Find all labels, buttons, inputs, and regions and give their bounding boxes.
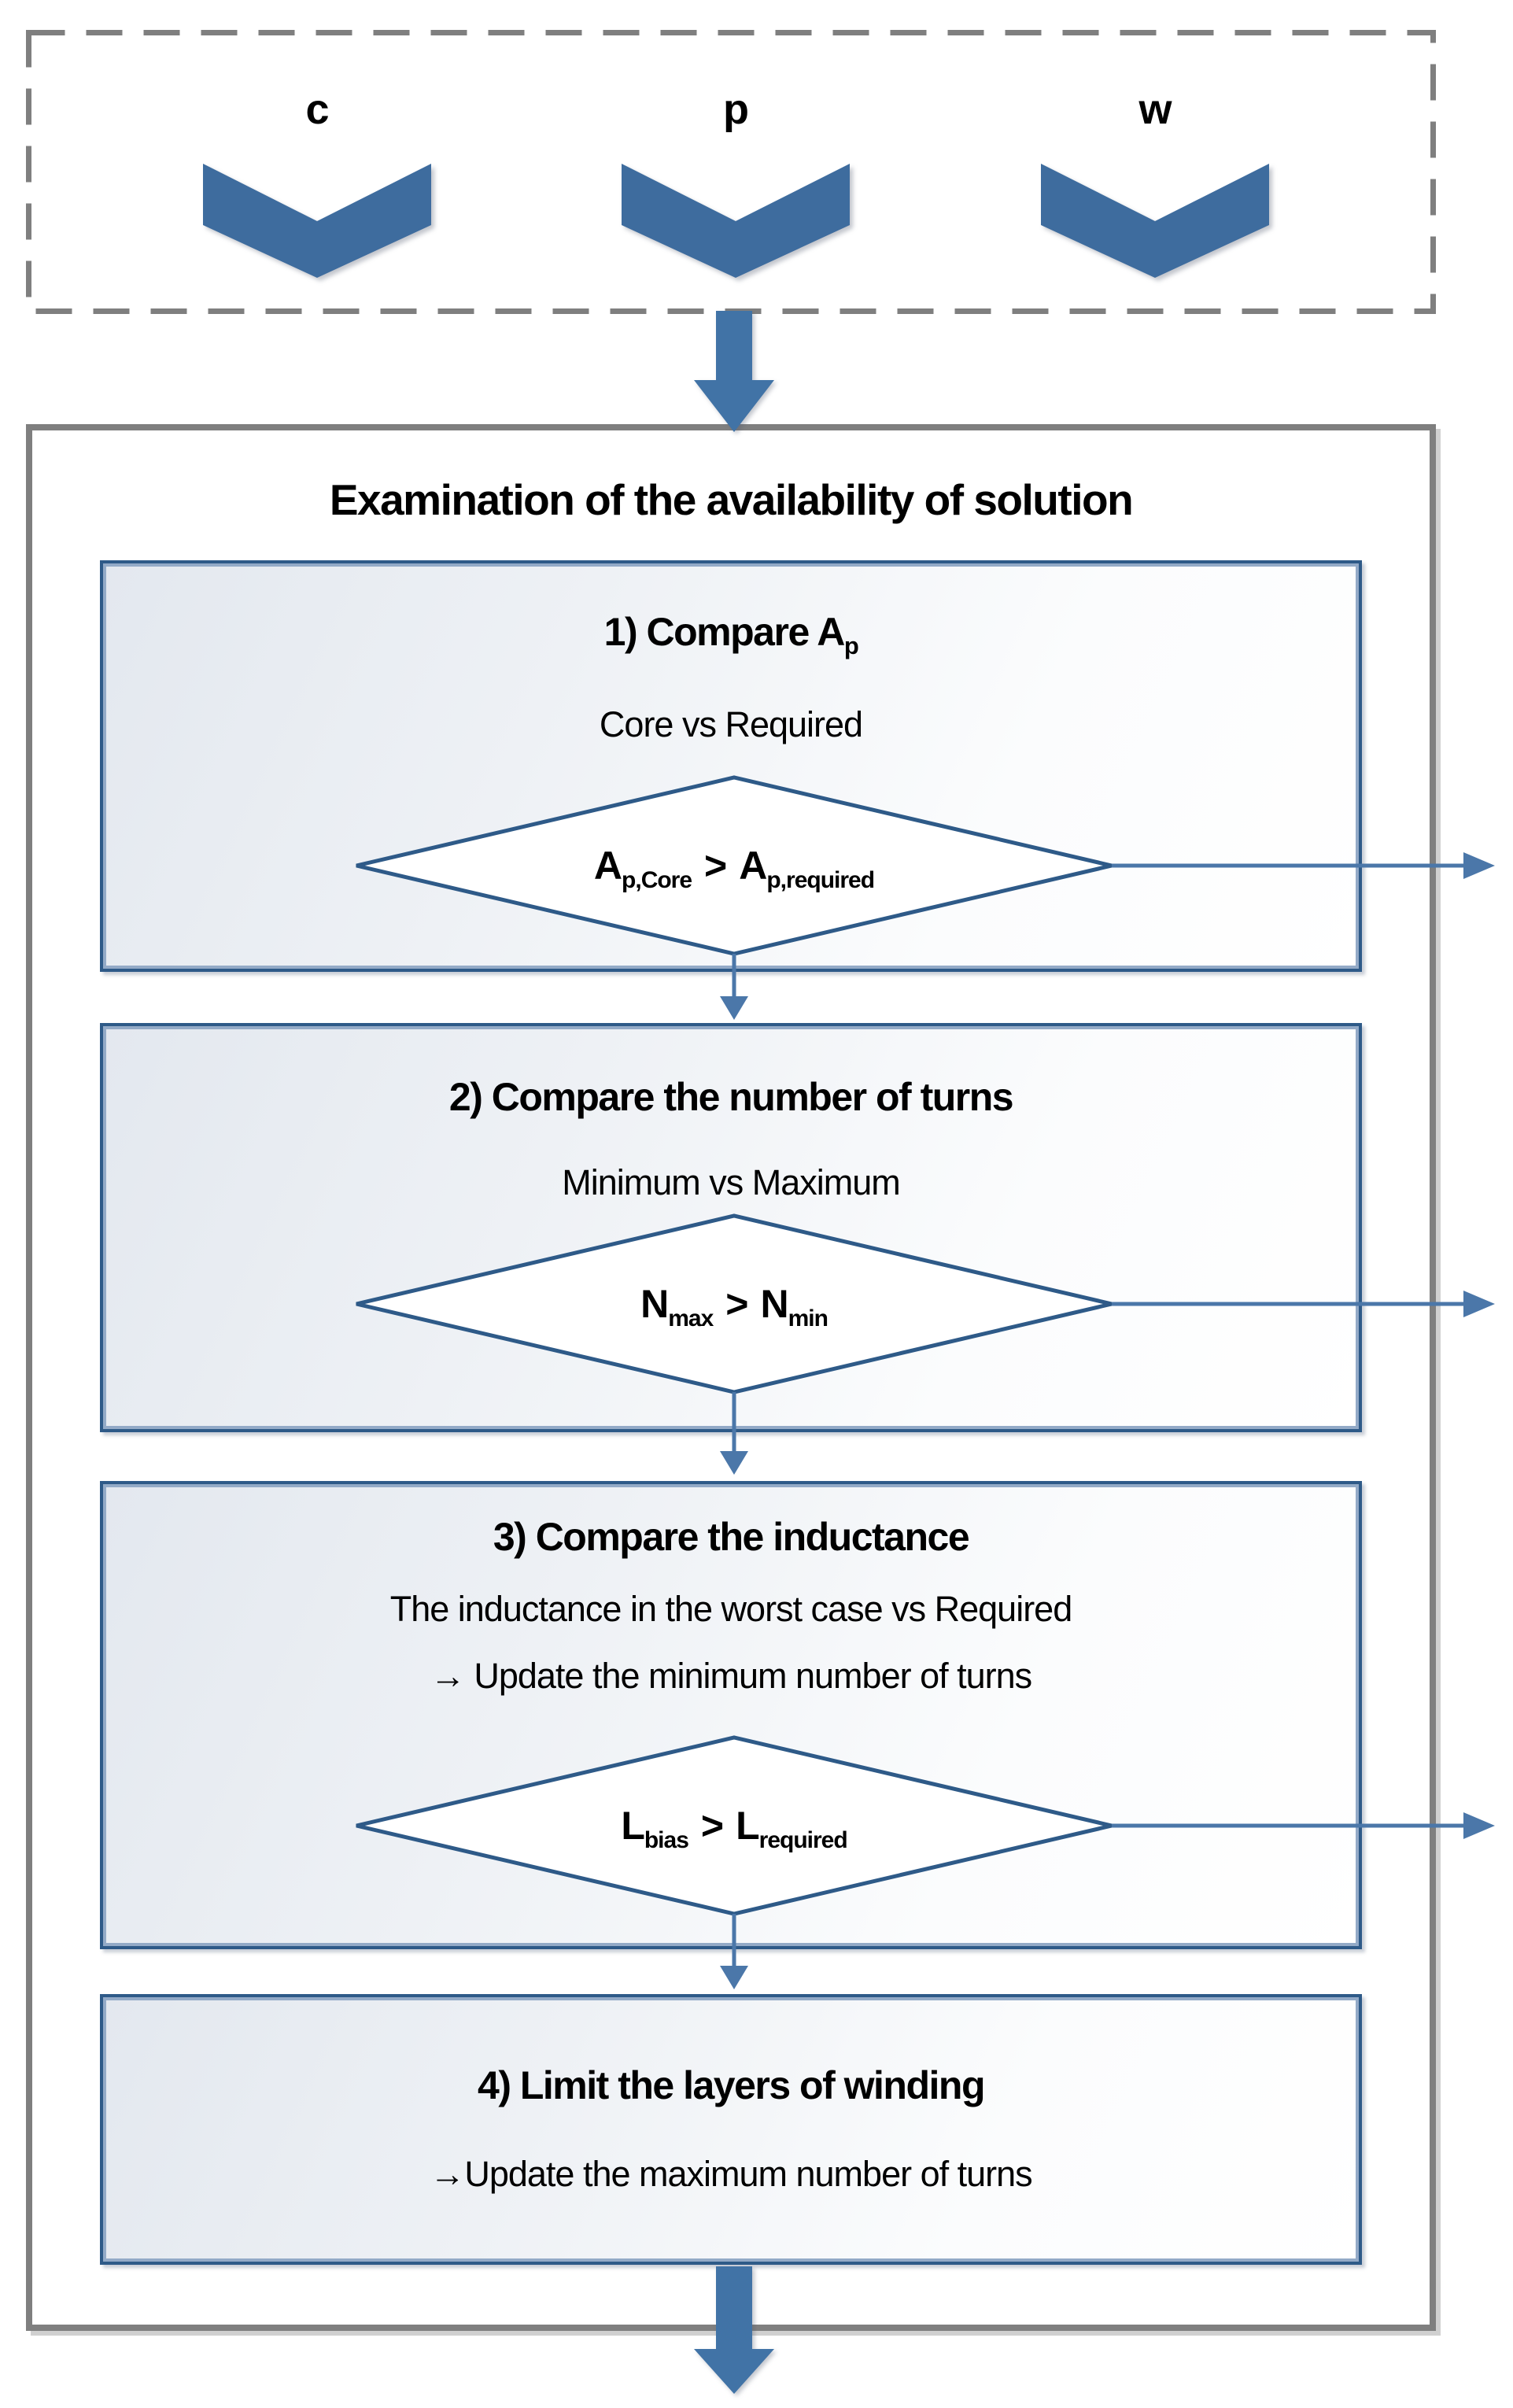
step-2-heading: 2) Compare the number of turns [448, 1075, 1014, 1119]
input-param-label-w: w [1138, 86, 1172, 133]
decision-2-base1: N [640, 1282, 669, 1326]
input-param-group-c: c [199, 88, 435, 278]
step-box-4-limit-layers [100, 1994, 1362, 2265]
decision-2-base2: N [760, 1282, 788, 1326]
step-2-subtitle: Minimum vs Maximum [562, 1162, 901, 1202]
decision-1-operator: > [704, 844, 727, 888]
decision-3-operator: > [700, 1804, 724, 1848]
decision-2-operator: > [725, 1282, 748, 1326]
decision-3-condition: Lbias > Lrequired [356, 1789, 1112, 1862]
step-4-note: →Update the maximum number of turns [430, 2154, 1032, 2194]
decision-2-condition: Nmax > Nmin [356, 1268, 1112, 1340]
step-3-heading: 3) Compare the inductance [493, 1515, 970, 1559]
entry-fat-arrow-down-icon [694, 311, 774, 432]
decision-1-base2: A [739, 844, 767, 888]
decision-1-condition: Ap,Core > Ap,required [356, 829, 1112, 902]
input-param-group-w: w [1037, 88, 1273, 278]
step-3-subtitle: The inductance in the worst case vs Requ… [389, 1589, 1072, 1629]
decision-2-sub2: min [788, 1306, 828, 1331]
decision-1-base1: A [593, 844, 622, 888]
input-param-label-p: p [723, 86, 749, 133]
chevron-down-icon [203, 164, 431, 278]
step-3-note: → Update the minimum number of turns [430, 1656, 1032, 1696]
decision-3-base1: L [621, 1804, 645, 1848]
decision-3-sub1: bias [644, 1827, 689, 1853]
chevron-down-icon [622, 164, 850, 278]
step-1-subtitle: Core vs Required [599, 704, 863, 744]
step-1-heading: 1) Compare Ap [100, 610, 1362, 660]
chevron-down-icon [1041, 164, 1269, 278]
step-4-heading: 4) Limit the layers of winding [478, 2063, 985, 2107]
examination-title: Examination of the availability of solut… [329, 475, 1134, 524]
decision-1-sub2: p,required [766, 867, 875, 893]
step-1-heading-base: 1) Compare A [603, 610, 846, 654]
input-param-label-c: c [305, 86, 329, 133]
decision-3-base2: L [736, 1804, 760, 1848]
decision-2-sub1: max [668, 1306, 714, 1331]
input-param-group-p: p [618, 88, 854, 278]
decision-3-sub2: required [758, 1827, 848, 1853]
step-1-heading-sub: p [843, 632, 859, 659]
decision-1-sub1: p,Core [622, 867, 692, 893]
